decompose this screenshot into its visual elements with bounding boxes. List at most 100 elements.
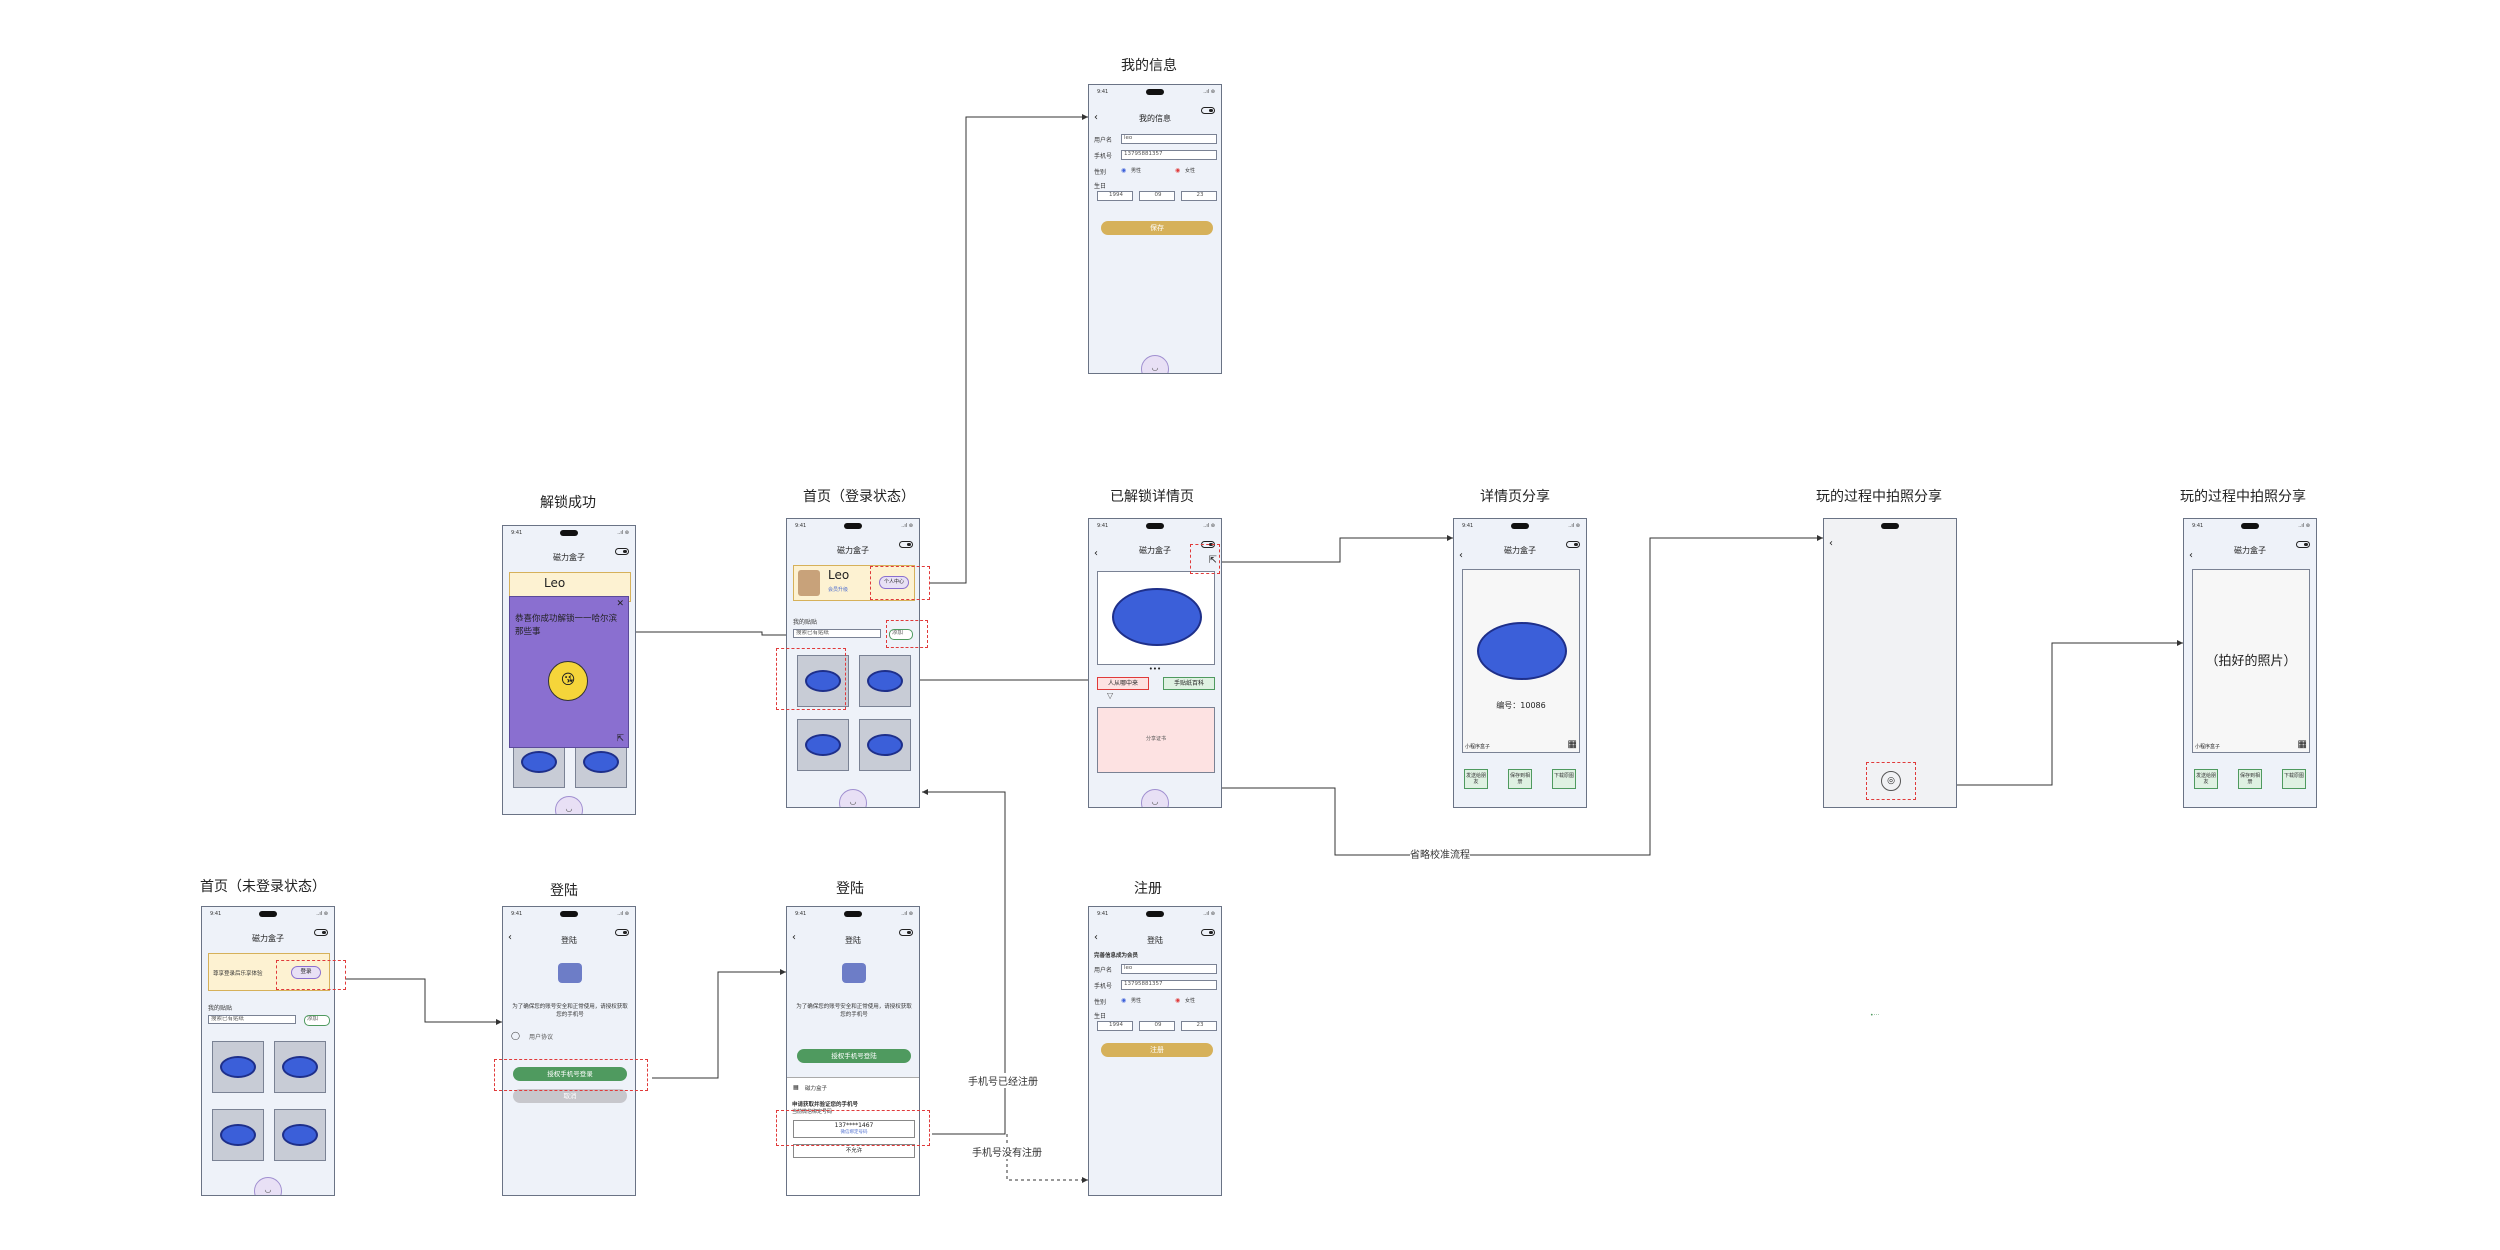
download-image-button[interactable]: 下载原图 [2282, 769, 2306, 789]
toggle-switch[interactable] [615, 929, 629, 936]
phone-option[interactable]: 137****1467 微信绑定号码 [793, 1120, 915, 1138]
tag-origin[interactable]: 人从哪中来 [1097, 677, 1149, 690]
login-button[interactable]: 登录 [291, 966, 321, 979]
status-signal: ..ıl ⊜ [1568, 523, 1580, 529]
search-input[interactable]: 搜索已有贴纸 [793, 629, 881, 638]
status-signal: ..ıl ⊜ [617, 530, 629, 536]
phone-field[interactable]: 13795881357 [1121, 150, 1217, 160]
register-button[interactable]: 注册 [1101, 1043, 1213, 1057]
sticker-tile[interactable] [212, 1041, 264, 1093]
authorize-phone-button[interactable]: 授权手机号登录 [513, 1067, 627, 1081]
face-icon[interactable]: ◡ [254, 1177, 282, 1195]
mascot-cat-icon [842, 963, 866, 983]
status-time: 9:41 [511, 530, 523, 536]
search-input[interactable]: 搜索已有贴纸 [208, 1015, 296, 1024]
share-card: 编号：10086 小程序盒子 ▦ [1462, 569, 1580, 753]
brand-text: 小程序盒子 [2195, 744, 2221, 750]
share-icon[interactable]: ⇱ [616, 734, 624, 744]
tag-encyclopedia[interactable]: 手贴纸百科 [1163, 677, 1215, 690]
username-field[interactable]: leo [1121, 134, 1217, 144]
toggle-switch[interactable] [615, 548, 629, 555]
screen-register: 9:41 ..ıl ⊜ ‹ 登陆 完善信息成为会员 用户名 leo 手机号 13… [1088, 906, 1222, 1196]
status-signal: ..ıl ⊜ [901, 523, 913, 529]
sticker-tile[interactable] [212, 1109, 264, 1161]
status-signal: ..ıl ⊜ [316, 911, 328, 917]
sticker-tile[interactable] [274, 1109, 326, 1161]
toggle-switch[interactable] [314, 929, 328, 936]
sticker-tile[interactable] [859, 719, 911, 771]
sticker-tile[interactable] [859, 655, 911, 707]
user-name: Leo [544, 576, 566, 590]
username-field[interactable]: leo [1121, 964, 1217, 974]
face-icon[interactable]: ◡ [1141, 789, 1169, 807]
radio-male[interactable]: ◉ [1121, 167, 1127, 174]
birth-day-select[interactable]: 23 [1181, 191, 1217, 201]
sheet-request-text: 申请获取并验证您的手机号 [792, 1102, 859, 1108]
toggle-switch[interactable] [2296, 541, 2310, 548]
gender-label: 性别 [1094, 999, 1107, 1006]
birth-month-select[interactable]: 09 [1139, 1021, 1175, 1031]
toggle-switch[interactable] [1201, 929, 1215, 936]
send-to-friend-button[interactable]: 发送给朋友 [1464, 769, 1488, 789]
save-to-album-button[interactable]: 保存到相册 [1508, 769, 1532, 789]
register-note: 完善信息成为会员 [1094, 953, 1139, 959]
birth-month-select[interactable]: 09 [1139, 191, 1175, 201]
back-icon[interactable]: ‹ [1094, 932, 1098, 943]
radio-male[interactable]: ◉ [1121, 997, 1127, 1004]
title-my-info: 我的信息 [1121, 58, 1177, 74]
sticker-tile[interactable] [797, 719, 849, 771]
title-login-1: 登陆 [550, 883, 578, 899]
status-time: 9:41 [1097, 523, 1109, 529]
back-icon[interactable]: ‹ [1459, 550, 1463, 561]
sticker-image [220, 1124, 256, 1146]
birth-year-select[interactable]: 1994 [1097, 1021, 1133, 1031]
face-icon[interactable]: ◡ [555, 796, 583, 814]
send-to-friend-button[interactable]: 发送给朋友 [2194, 769, 2218, 789]
back-icon[interactable]: ‹ [508, 932, 512, 943]
face-icon[interactable]: ◡ [1141, 355, 1169, 373]
sticker-tile[interactable] [797, 655, 849, 707]
back-icon[interactable]: ‹ [1829, 538, 1833, 549]
link-detail-to-photo [1222, 537, 1823, 856]
highlight-profile-button [870, 566, 930, 600]
chevron-down-icon[interactable]: ▽ [1107, 691, 1114, 700]
share-icon[interactable]: ⇱ [1208, 555, 1217, 566]
back-icon[interactable]: ‹ [1094, 548, 1098, 559]
add-button[interactable]: 添加 [304, 1015, 330, 1026]
sticker-tile[interactable] [274, 1041, 326, 1093]
back-icon[interactable]: ‹ [1094, 112, 1098, 123]
close-icon[interactable]: ✕ [616, 599, 624, 609]
agreement-link[interactable]: 用户协议 [529, 1034, 554, 1041]
agreement-checkbox[interactable]: ◯ [511, 1031, 520, 1040]
add-button[interactable]: 添加 [889, 629, 913, 640]
radio-female[interactable]: ◉ [1175, 167, 1181, 174]
cancel-button[interactable]: 取消 [513, 1089, 627, 1103]
toggle-switch[interactable] [1566, 541, 1580, 548]
download-image-button[interactable]: 下载原图 [1552, 769, 1576, 789]
deny-button[interactable]: 不允许 [793, 1144, 915, 1158]
back-icon[interactable]: ‹ [792, 932, 796, 943]
sticker-code: 编号：10086 [1496, 701, 1546, 710]
radio-female[interactable]: ◉ [1175, 997, 1181, 1004]
toggle-switch[interactable] [899, 541, 913, 548]
title-detail-share: 详情页分享 [1480, 489, 1550, 505]
profile-center-button[interactable]: 个人中心 [879, 576, 909, 589]
highlight-camera-button [1866, 762, 1916, 800]
toggle-switch[interactable] [899, 929, 913, 936]
back-icon[interactable]: ‹ [2189, 550, 2193, 561]
authorize-phone-button[interactable]: 授权手机号登陆 [797, 1049, 911, 1063]
login-description: 为了确保您的账号安全和正常使用，请授权获取您的手机号 [796, 1004, 912, 1018]
flow-label-not-registered: 手机号没有注册 [972, 1144, 1042, 1159]
save-to-album-button[interactable]: 保存到相册 [2238, 769, 2262, 789]
highlight-share-icon [1190, 544, 1220, 574]
highlight-authorize-button [494, 1059, 648, 1091]
phone-field[interactable]: 13795881357 [1121, 980, 1217, 990]
toggle-switch[interactable] [1201, 107, 1215, 114]
birth-year-select[interactable]: 1994 [1097, 191, 1133, 201]
camera-shutter-icon[interactable]: ◎ [1881, 771, 1901, 791]
male-label: 男性 [1131, 998, 1142, 1004]
birth-day-select[interactable]: 23 [1181, 1021, 1217, 1031]
sticker-image [805, 670, 841, 692]
save-button[interactable]: 保存 [1101, 221, 1213, 235]
face-icon[interactable]: ◡ [839, 789, 867, 807]
